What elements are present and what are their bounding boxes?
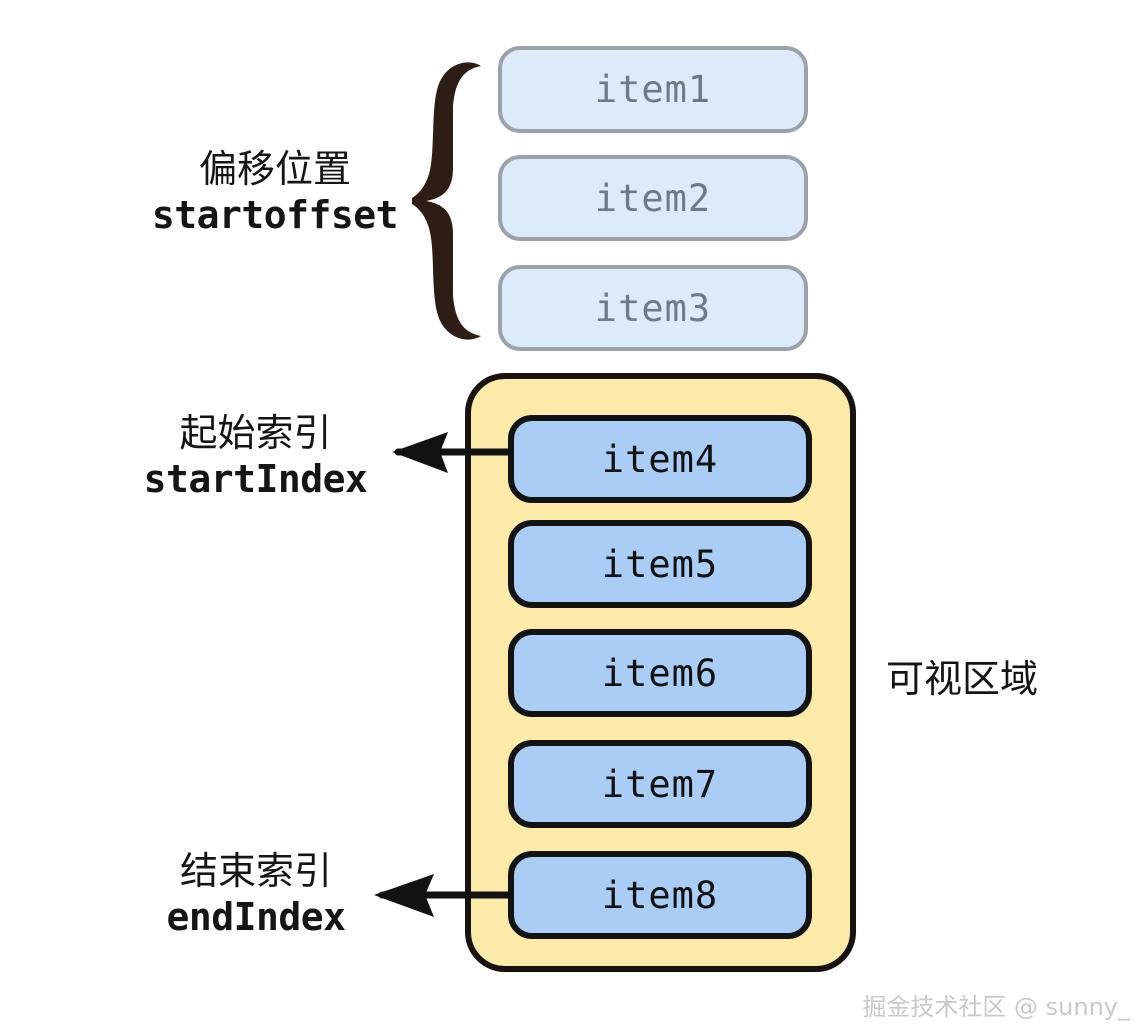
watermark: 掘金技术社区 @ sunny_ bbox=[862, 993, 1130, 1021]
label-end-index-en: endIndex bbox=[166, 895, 346, 940]
list-item-item5: item5 bbox=[508, 520, 812, 608]
list-item-label: item4 bbox=[601, 437, 719, 481]
label-startoffset: 偏移位置 startoffset bbox=[120, 146, 430, 239]
label-startoffset-en: startoffset bbox=[151, 193, 399, 238]
list-item-label: item7 bbox=[601, 762, 719, 806]
label-start-index: 起始索引 startIndex bbox=[128, 410, 383, 503]
label-end-index-cn: 结束索引 bbox=[179, 849, 332, 893]
list-item-item7: item7 bbox=[508, 740, 812, 828]
label-startoffset-cn: 偏移位置 bbox=[198, 147, 351, 191]
list-item-label: item5 bbox=[601, 542, 719, 586]
list-item-label: item6 bbox=[601, 651, 719, 695]
list-item-item3: item3 bbox=[498, 265, 808, 351]
label-start-index-en: startIndex bbox=[143, 457, 368, 502]
list-item-label: item3 bbox=[594, 286, 712, 330]
list-item-item4: item4 bbox=[508, 415, 812, 503]
list-item-label: item1 bbox=[594, 68, 712, 111]
list-item-item8: item8 bbox=[508, 851, 812, 939]
list-item-label: item8 bbox=[601, 873, 719, 917]
list-item-item2: item2 bbox=[498, 155, 808, 241]
label-start-index-cn: 起始索引 bbox=[179, 411, 332, 455]
label-end-index: 结束索引 endIndex bbox=[140, 848, 372, 941]
list-item-item6: item6 bbox=[508, 629, 812, 717]
list-item-label: item2 bbox=[594, 176, 712, 220]
label-viewport-cn: 可视区域 bbox=[886, 657, 1039, 701]
list-item-item1: item1 bbox=[498, 46, 808, 133]
